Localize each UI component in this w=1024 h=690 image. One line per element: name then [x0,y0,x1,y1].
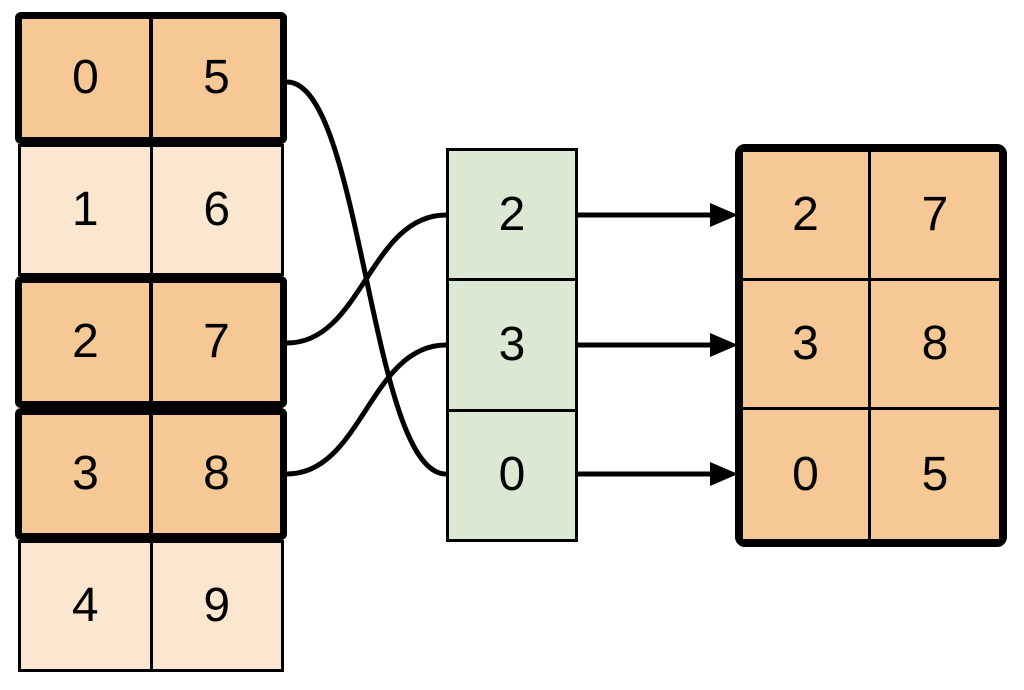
table-cell: 5 [871,410,999,539]
curve-source-row0-to-index2 [286,79,447,477]
table-cell: 4 [21,543,153,669]
table-cell: 2 [743,152,871,281]
curve-source-row2-to-index0 [286,212,447,346]
table-cell: 6 [152,147,281,273]
source-row-4: 4 9 [18,540,284,672]
result-table: 2 7 3 8 0 5 [735,144,1007,547]
index-column: 2 3 0 [446,148,578,542]
table-cell: 0 [743,410,871,539]
table-cell: 0 [22,19,153,137]
table-cell: 7 [153,283,280,401]
source-row-0: 0 5 [15,12,287,144]
table-cell: 1 [21,147,153,273]
index-cell-0: 2 [449,151,575,279]
table-cell: 5 [153,19,280,137]
table-cell: 9 [152,543,281,669]
source-row-2: 2 7 [15,276,287,408]
arrowhead-icon [710,203,738,227]
table-cell: 7 [871,152,999,281]
table-cell: 8 [871,281,999,410]
arrowhead-icon [710,333,738,357]
curve-source-row3-to-index1 [286,342,447,477]
source-row-1: 1 6 [18,144,284,276]
table-cell: 8 [153,415,280,533]
index-cell-2: 0 [449,408,575,539]
table-cell: 3 [22,415,153,533]
index-cell-1: 3 [449,278,575,409]
source-row-3: 3 8 [15,408,287,540]
arrowhead-icon [710,462,738,486]
table-cell: 2 [22,283,153,401]
table-cell: 3 [743,281,871,410]
